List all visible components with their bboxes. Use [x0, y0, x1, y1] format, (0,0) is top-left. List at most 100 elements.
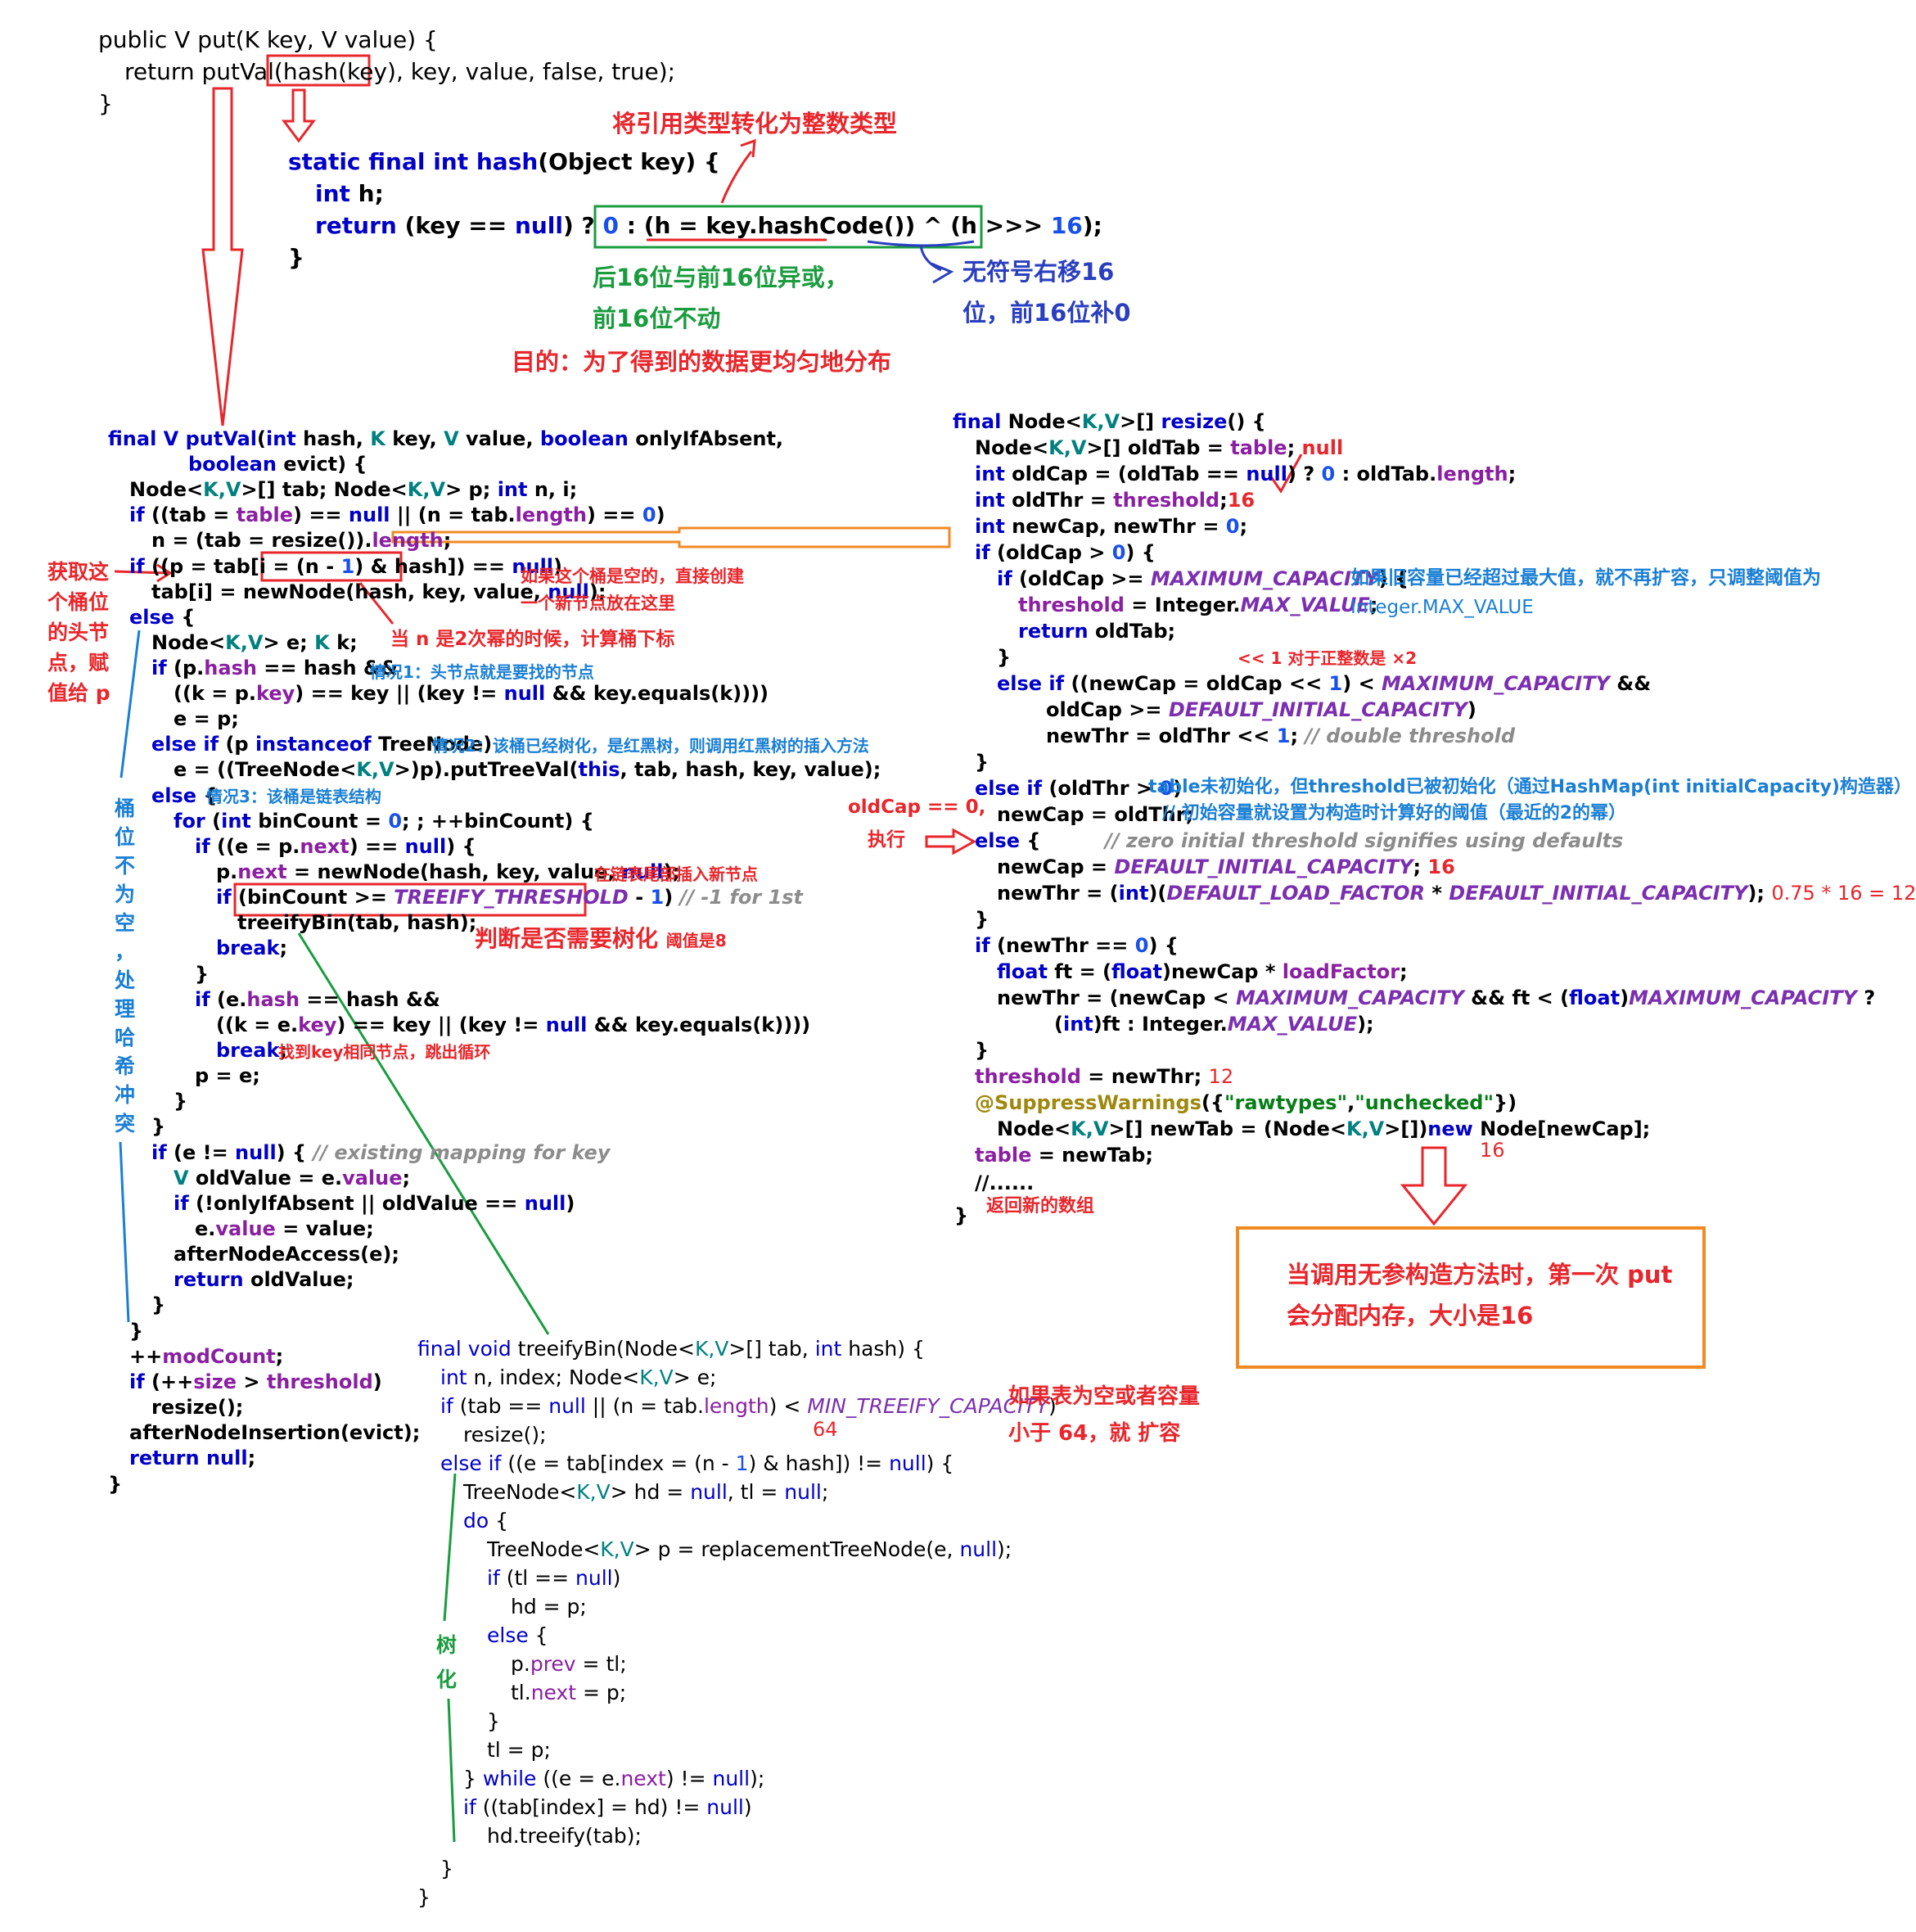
treeify-prev: p.prev = tl;: [511, 1652, 627, 1676]
resize-end: }: [954, 1204, 969, 1227]
note-shift-1: 无符号右移16: [963, 258, 1115, 286]
note-xor-2: 前16位不动: [593, 305, 721, 332]
vchar-bucket-6: 处: [115, 968, 136, 992]
put-line-1: public V put(K key, V value) {: [98, 26, 438, 53]
putval-sig-1: final V putVal(int hash, K key, V value,…: [108, 427, 784, 450]
putval-if-5: if (binCount >= TREEIFY_THRESHOLD - 1) /…: [216, 886, 804, 909]
putval-afteraccess: afterNodeAccess(e);: [174, 1243, 399, 1266]
resize-rb-1: }: [997, 646, 1012, 669]
putval-return-null: return null;: [129, 1447, 256, 1469]
treeify-else: else {: [487, 1623, 548, 1647]
putval-cond-1: ((k = p.key) == key || (key != null && k…: [174, 682, 769, 705]
treeify-sig: final void treeifyBin(Node<K,V>[] tab, i…: [417, 1337, 925, 1361]
note-expand-2: 小于 64，就 扩容: [1008, 1421, 1181, 1446]
xor-expression-box: [593, 205, 983, 249]
note-bucket-empty-2: 一个新节点放在这里: [521, 594, 675, 613]
note-table-uninit: table未初始化，但threshold已被初始化（通过HashMap(int …: [1148, 777, 1912, 797]
hash-line-1: static final int hash(Object key) {: [288, 148, 720, 175]
putval-pnext: p.next = newNode(hash, key, value, null)…: [216, 860, 681, 883]
treeify-treeify: hd.treeify(tab);: [487, 1824, 642, 1848]
putval-break-1: break;: [216, 937, 288, 959]
resize-rb-4: }: [975, 1039, 990, 1062]
putval-for: for (int binCount = 0; ; ++binCount) {: [174, 810, 594, 833]
putval-resize: n = (tab = resize()).length;: [151, 529, 452, 552]
putval-if-2: if ((p = tab[i = (n - 1) & hash]) == nul…: [129, 555, 562, 578]
putval-return-old: return oldValue;: [174, 1268, 354, 1291]
note-expand-1: 如果表为空或者容量: [1008, 1384, 1201, 1409]
treeify-next: tl.next = p;: [511, 1681, 627, 1704]
resize-rb-3: }: [975, 908, 990, 931]
putval-if-7: if (e != null) { // existing mapping for…: [151, 1141, 611, 1164]
resize-oldcap-ge: oldCap >= DEFAULT_INITIAL_CAPACITY): [1046, 698, 1476, 721]
note-init-cap: // 初始容量就设置为构造时计算好的阈值（最近的2的幂）: [1162, 803, 1627, 824]
index-calc-box: [260, 551, 403, 582]
putval-end: }: [108, 1473, 123, 1496]
resize-newcap: int newCap, newThr = 0;: [975, 515, 1248, 538]
resize-sig: final Node<K,V>[] resize() {: [953, 410, 1266, 433]
resize-newthr-double: newThr = oldThr << 1; // double threshol…: [1046, 724, 1516, 747]
vchar-bucket-7: 理: [115, 997, 136, 1021]
resize-newtab-size: 16: [1480, 1139, 1505, 1162]
note-case3: 情况3：该桶是链表结构: [206, 787, 381, 806]
put-line-2: return putVal(hash(key), key, value, fal…: [124, 58, 676, 85]
note-tail-insert: 在链表尾部插入新节点: [594, 864, 758, 884]
put-line-3: }: [98, 90, 113, 117]
treeify-p: TreeNode<K,V> p = replacementTreeNode(e,…: [487, 1537, 1012, 1561]
putval-rb-2: }: [174, 1090, 188, 1113]
resize-else-if-2: else if (oldThr > 0): [975, 777, 1183, 800]
putval-rb-5: }: [129, 1320, 144, 1343]
resize-oldcap: int oldCap = (oldTab == null) ? 0 : oldT…: [975, 463, 1517, 485]
putval-if-1: if ((tab = table) == null || (n = tab.le…: [129, 503, 665, 526]
putval-p-e: p = e;: [195, 1064, 260, 1087]
resize-threshold-max: threshold = Integer.MAX_VALUE;: [1018, 594, 1378, 616]
resize-dots: //......: [975, 1171, 1035, 1194]
note-oldcap-zero-2: 执行: [868, 829, 905, 851]
note-need-tree: 判断是否需要树化 阈值是8: [475, 925, 727, 952]
putval-treeifybin-call: treeifyBin(tab, hash);: [237, 911, 477, 934]
down-arrow-large: [201, 87, 244, 427]
resize-newthr-calc: newThr = (newCap < MAXIMUM_CAPACITY && f…: [997, 986, 1876, 1009]
note-max-exceed: 如果旧容量已经超过最大值，就不再扩容，只调整阈值为: [1350, 567, 1821, 589]
putval-rb-3: }: [151, 1115, 166, 1138]
treeify-if-3: if ((tab[index] = hd) != null): [463, 1795, 752, 1819]
putval-rb-1: }: [195, 963, 210, 986]
resize-if-1: if (oldCap > 0) {: [975, 541, 1156, 564]
vchar-bucket-4: 空: [115, 911, 136, 935]
vchar-bucket-3: 为: [115, 882, 136, 906]
resize-else-comment: // zero initial threshold signifies usin…: [1105, 829, 1624, 852]
putval-if-8: if (!onlyIfAbsent || oldValue == null): [174, 1192, 575, 1215]
resize-return-old: return oldTab;: [1018, 620, 1176, 643]
resize-else: else {: [975, 829, 1041, 852]
vchar-treeify-1: 化: [436, 1668, 458, 1691]
vchar-bucket-5: ，: [115, 940, 136, 964]
note-oldcap-zero-1: oldCap == 0,: [848, 797, 986, 818]
putval-else-if: else if (p instanceof TreeNode): [151, 733, 493, 756]
putval-cond-2: ((k = e.key) == key || (key != null && k…: [216, 1013, 811, 1036]
orange-arrow: [391, 526, 951, 548]
treeify-rb-1: }: [487, 1709, 500, 1733]
resize-else-if: else if ((newCap = oldCap << 1) < MAXIMU…: [997, 672, 1652, 695]
summary-line-2: 会分配内存，大小是16: [1287, 1302, 1534, 1329]
note-case2: 情况2：该桶已经树化，是红黑树，则调用红黑树的插入方法: [432, 736, 869, 756]
putval-afterinsert: afterNodeInsertion(evict);: [129, 1421, 421, 1444]
treeify-rb-2: }: [440, 1857, 453, 1880]
putval-modcount: ++modCount;: [129, 1345, 284, 1368]
putval-if-6: if (e.hash == hash &&: [195, 988, 440, 1011]
down-arrow-box: [1400, 1146, 1468, 1226]
treeify-if-2: if (tl == null): [487, 1566, 621, 1590]
putval-decl: Node<K,V>[] tab; Node<K,V> p; int n, i;: [129, 478, 578, 501]
note-xor-1: 后16位与前16位异或，: [593, 264, 849, 291]
putval-tab-assign: tab[i] = newNode(hash, key, value, null)…: [151, 580, 606, 603]
note-bucket-empty-1: 如果这个桶是空的，直接创建: [521, 567, 744, 586]
note-to-int: 将引用类型转化为整数类型: [612, 110, 898, 138]
hash-line-3: return (key == null) ? 0 : (h = key.hash…: [315, 212, 1102, 239]
note-get-head: 获取这个桶位的头节点，赋值给 p: [47, 560, 110, 705]
bincount-box: [233, 882, 587, 917]
summary-line-1: 当调用无参构造方法时，第一次 put: [1287, 1261, 1673, 1289]
treeify-hd-p: hd = p;: [511, 1595, 587, 1618]
treeify-resize: resize();: [463, 1423, 547, 1447]
resize-suppress: @SuppressWarnings({"rawtypes","unchecked…: [975, 1091, 1517, 1114]
note-max-exceed-2: Integer.MAX_VALUE: [1350, 597, 1534, 618]
